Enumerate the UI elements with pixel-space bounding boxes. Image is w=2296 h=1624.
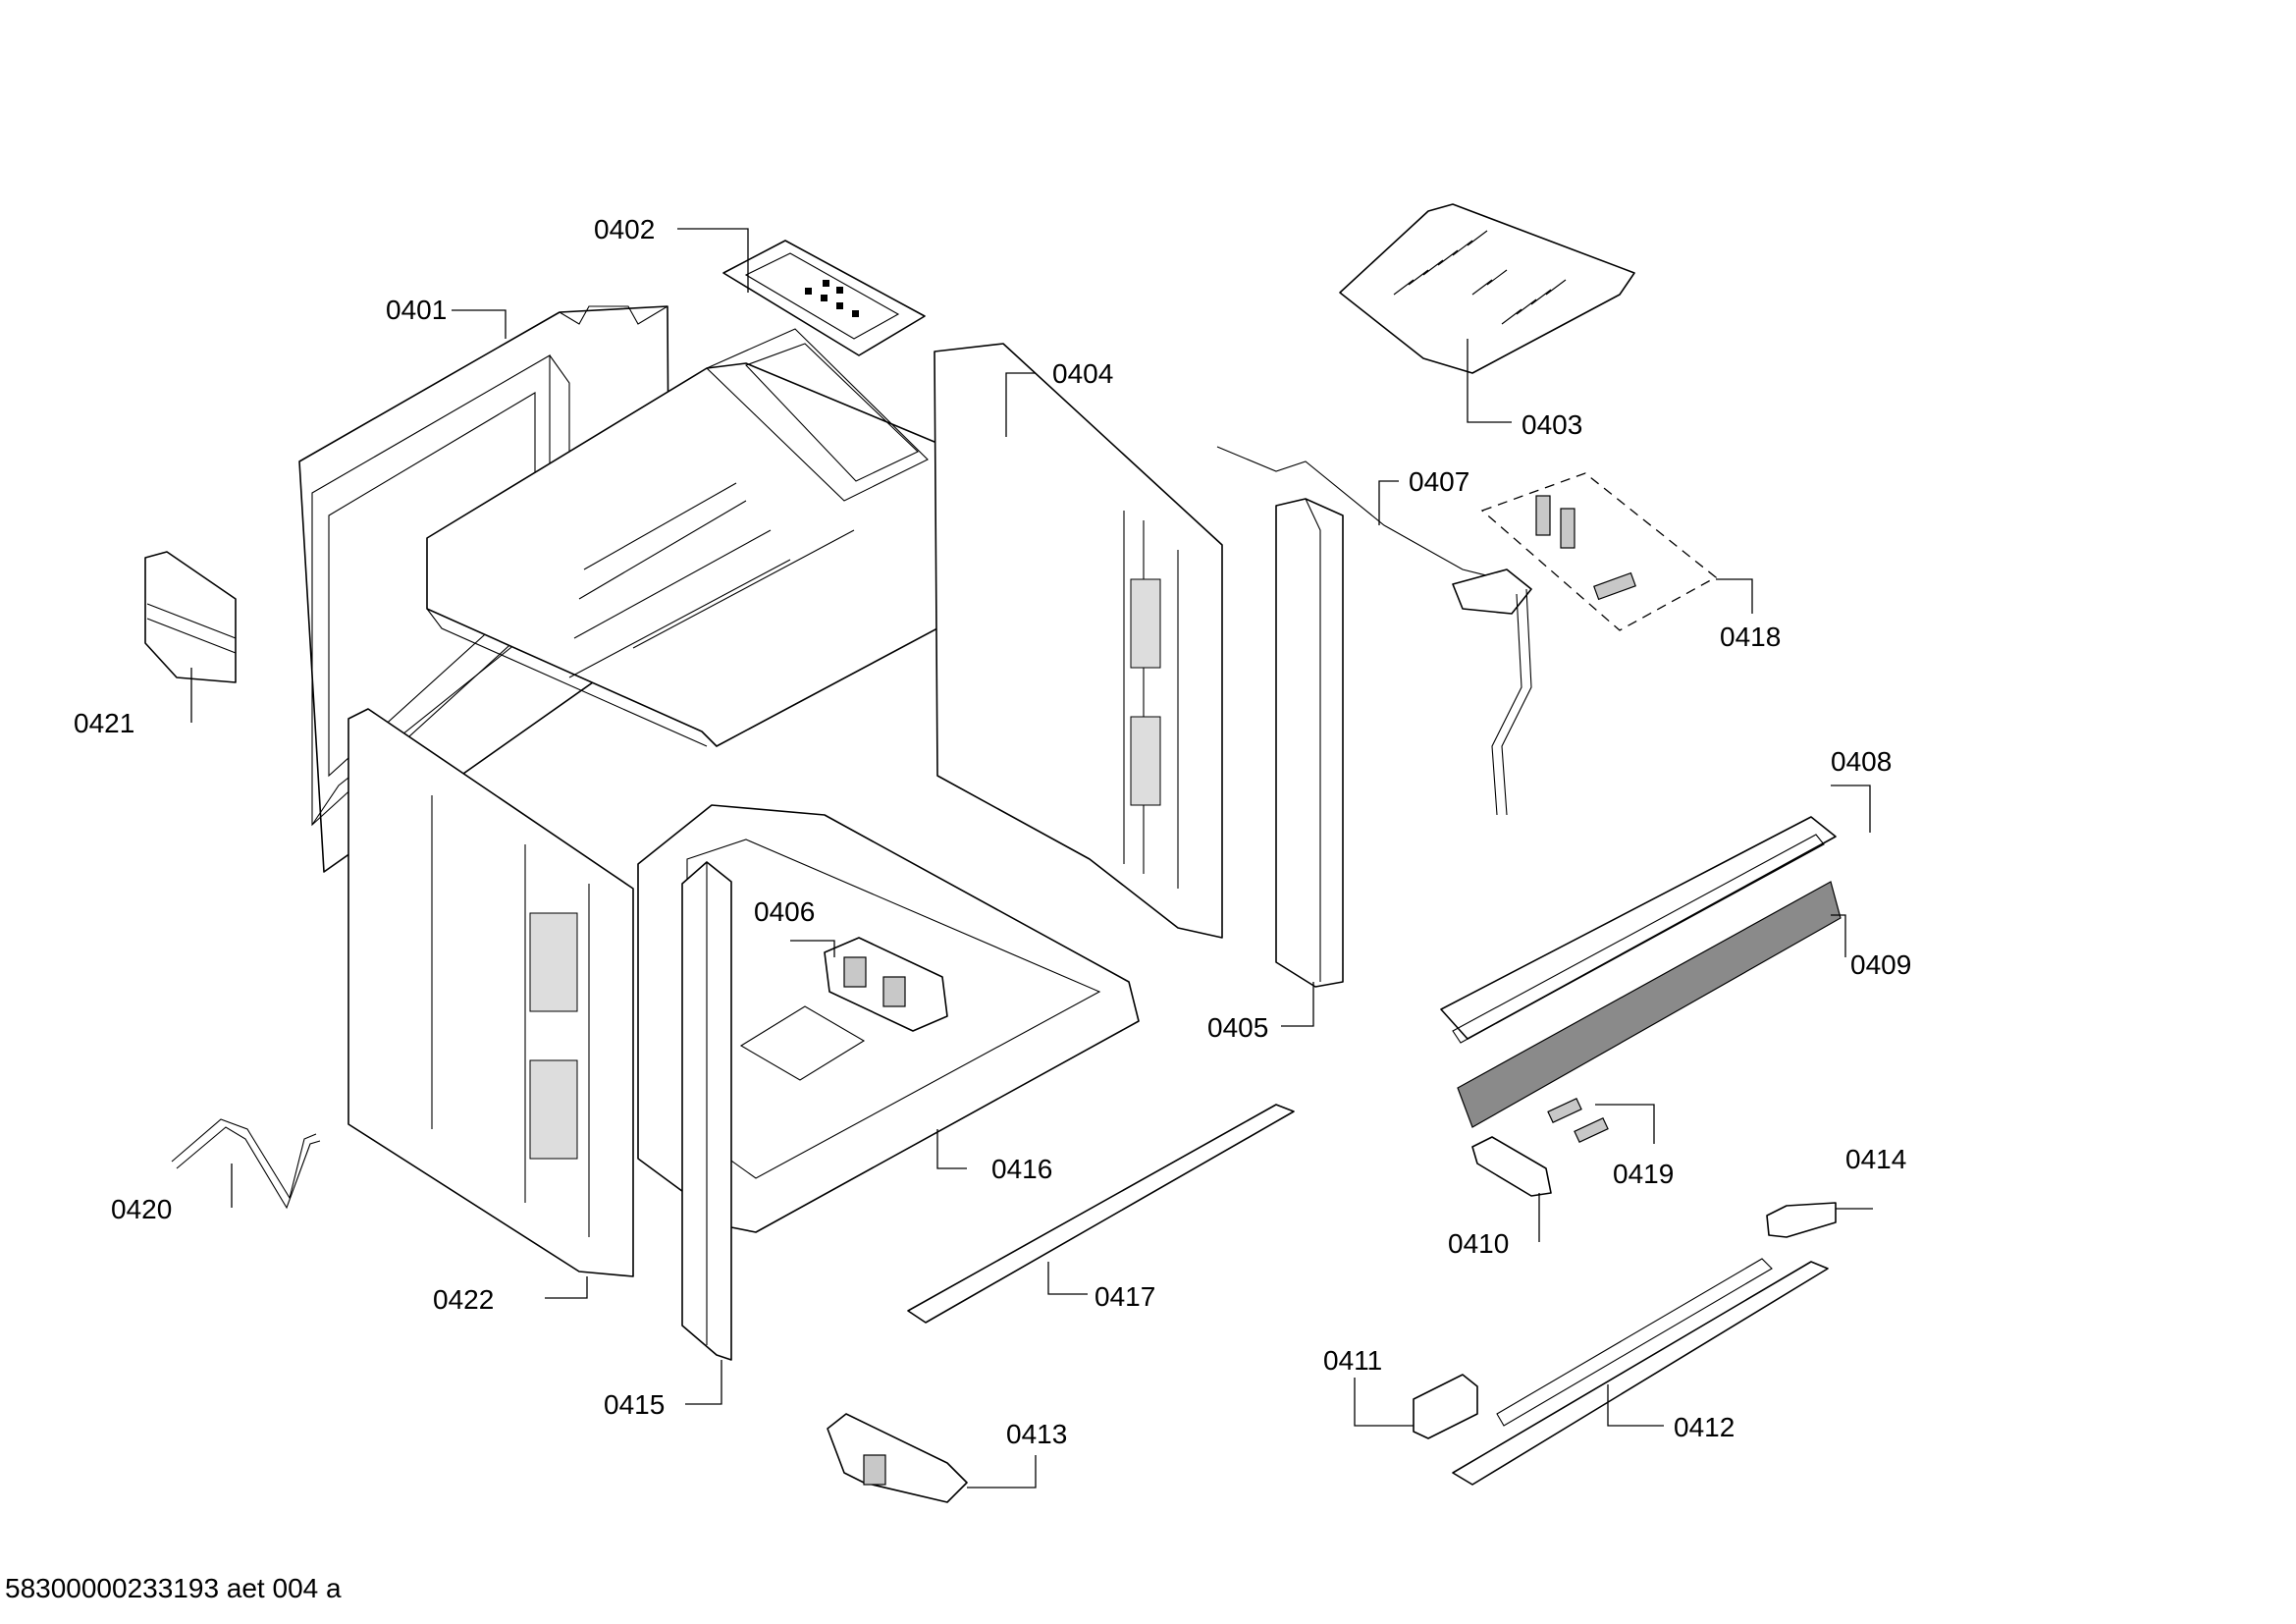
- part-0410-hook: [1471, 1136, 1552, 1197]
- part-cavity-top: [426, 328, 1100, 747]
- part-0402-top-plate: [722, 240, 926, 356]
- part-0411-clip: [1413, 1374, 1478, 1439]
- label-0418: 0418: [1720, 622, 1781, 652]
- part-0412-bottom-rail: [1452, 1258, 1829, 1486]
- part-0404-right-panel: [934, 343, 1223, 939]
- part-0409-mesh-strip: [1457, 881, 1842, 1128]
- part-0413-igniter: [827, 1413, 968, 1503]
- label-0409: 0409: [1850, 949, 1911, 980]
- part-0408-top-rail: [1440, 816, 1837, 1044]
- part-0418-screw-group: [1480, 472, 1718, 631]
- label-0415: 0415: [604, 1389, 665, 1420]
- label-0408: 0408: [1831, 746, 1892, 777]
- label-0403: 0403: [1522, 409, 1582, 440]
- label-0420: 0420: [111, 1194, 172, 1224]
- part-0417-strip: [907, 1104, 1295, 1324]
- part-0415-front-rail: [681, 861, 732, 1361]
- label-0414: 0414: [1845, 1144, 1906, 1174]
- diagram-code: 58300000233193 aet 004 a: [5, 1573, 342, 1603]
- leader-lines: [190, 228, 1873, 1489]
- part-0407-sensor-cable: [1216, 446, 1532, 816]
- label-0411: 0411: [1323, 1345, 1382, 1376]
- label-0407: 0407: [1409, 466, 1469, 497]
- label-0406: 0406: [754, 896, 815, 927]
- part-0421-bracket: [144, 551, 237, 683]
- label-0405: 0405: [1207, 1012, 1268, 1043]
- label-0410: 0410: [1448, 1228, 1509, 1259]
- part-0405-vertical-rail: [1275, 498, 1344, 988]
- label-0402: 0402: [594, 214, 655, 244]
- label-0416: 0416: [991, 1154, 1052, 1184]
- label-0401: 0401: [386, 295, 447, 325]
- label-0404: 0404: [1052, 358, 1113, 389]
- label-0417: 0417: [1095, 1281, 1155, 1312]
- part-0406-socket: [824, 937, 948, 1032]
- part-0419-screws: [1547, 1098, 1609, 1143]
- label-0419: 0419: [1613, 1159, 1674, 1189]
- label-0412: 0412: [1674, 1412, 1735, 1442]
- label-0422: 0422: [433, 1284, 494, 1315]
- part-0414-small-bracket: [1766, 1202, 1837, 1238]
- label-0413: 0413: [1006, 1419, 1067, 1449]
- label-0421: 0421: [74, 708, 134, 738]
- part-0422-left-panel: [347, 708, 634, 1277]
- part-0403-screw-bag: [1339, 203, 1635, 374]
- part-0420-wire-handle: [171, 1118, 321, 1210]
